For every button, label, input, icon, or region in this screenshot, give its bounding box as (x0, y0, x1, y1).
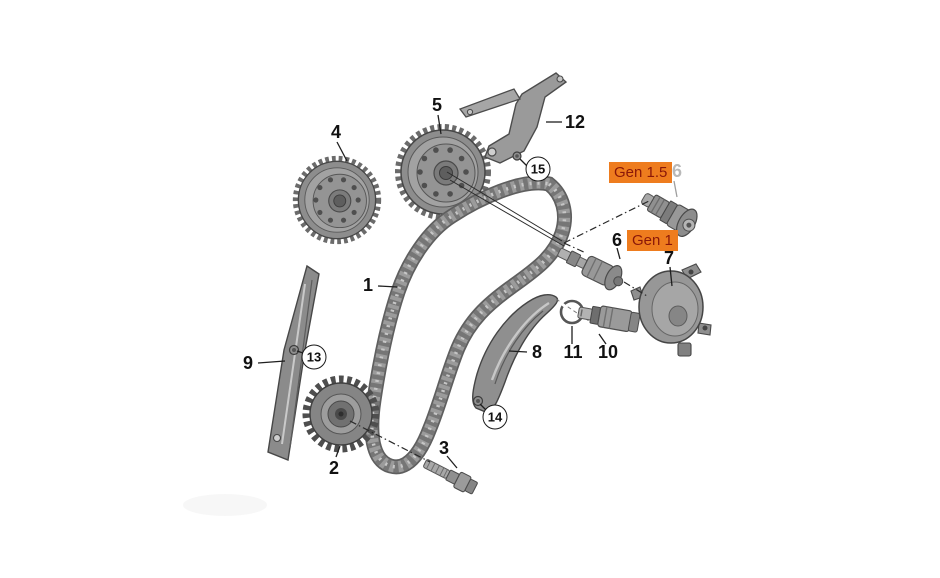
crank-sprocket-2 (302, 375, 380, 453)
gen-1-tag[interactable]: Gen 1 (627, 230, 678, 251)
part-callout-13[interactable]: 13 (301, 344, 327, 370)
gen-1-5-tag[interactable]: Gen 1.5 (609, 162, 673, 183)
vanos-gear-4 (297, 160, 378, 241)
mounting-bracket-12 (458, 72, 568, 164)
leader-lines (257, 114, 678, 469)
tensioner-rail-8 (472, 294, 559, 414)
alignment-lines (349, 171, 650, 463)
guide-rail-9 (267, 264, 320, 461)
part-callout-2[interactable]: 2 (328, 458, 340, 478)
cover-7 (630, 263, 712, 357)
part-callout-7[interactable]: 7 (663, 248, 675, 268)
part-callout-12[interactable]: 12 (564, 112, 586, 132)
part-callout-9[interactable]: 9 (242, 353, 254, 373)
part-callout-5[interactable]: 5 (431, 95, 443, 115)
part-callout-11[interactable]: 11 (563, 342, 583, 362)
bolt-15 (512, 151, 522, 161)
part-callout-1[interactable]: 1 (362, 275, 374, 295)
part-callout-10[interactable]: 10 (597, 342, 619, 362)
bolt-13 (288, 344, 300, 356)
part-callout-15[interactable]: 15 (525, 156, 551, 182)
part-callout-14[interactable]: 14 (482, 404, 508, 430)
chain-tensioner-10 (577, 305, 641, 333)
bolt-14 (472, 395, 484, 407)
part-callout-6[interactable]: 6 (611, 230, 623, 250)
part-callout-3[interactable]: 3 (438, 438, 450, 458)
timing-chain-1 (364, 175, 572, 475)
watermark-smudge (183, 494, 267, 516)
part-callout-4[interactable]: 4 (330, 122, 342, 142)
part-callout-8[interactable]: 8 (531, 342, 543, 362)
solenoid-valve-6 (557, 247, 624, 291)
bolt-3 (423, 459, 478, 495)
